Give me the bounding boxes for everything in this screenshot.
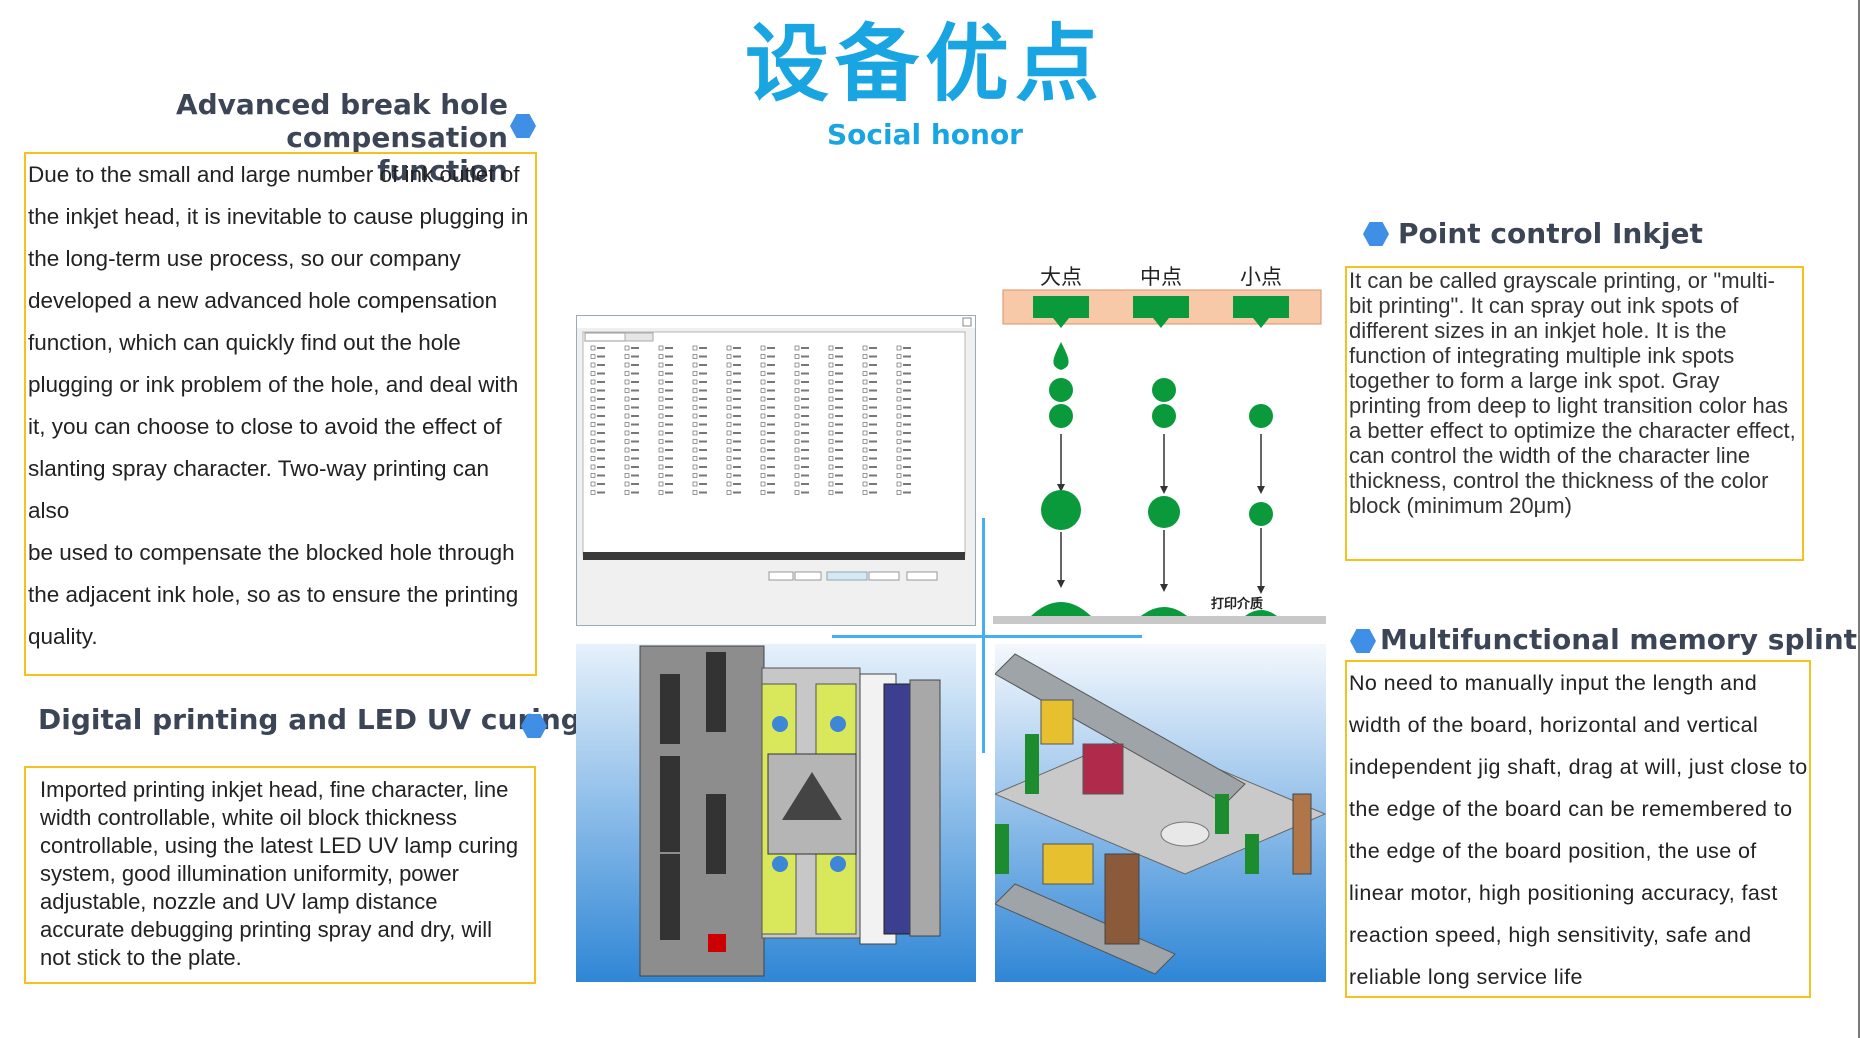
text-line: width controllable, white oil block thic… bbox=[40, 805, 457, 830]
text-line: the edge of the board can be remembered … bbox=[1349, 797, 1793, 821]
text-line: function, which can quickly find out the… bbox=[28, 330, 461, 355]
text-line: not stick to the plate. bbox=[40, 945, 242, 970]
text-line: a better effect to optimize the characte… bbox=[1349, 418, 1796, 443]
software-screenshot bbox=[576, 315, 976, 626]
text-line: controllable, using the latest LED UV la… bbox=[40, 833, 519, 858]
text-line: function of integrating multiple ink spo… bbox=[1349, 343, 1735, 368]
memory-splint-cad-graphic bbox=[995, 653, 1326, 975]
divider-horizontal bbox=[832, 635, 1142, 638]
text-line: the adjacent ink hole, so as to ensure t… bbox=[28, 582, 519, 607]
break-hole-heading-line1: Advanced break hole bbox=[175, 88, 508, 121]
text-line: different sizes in an inkjet hole. It is… bbox=[1349, 318, 1727, 343]
text-line: can control the width of the character l… bbox=[1349, 443, 1751, 468]
print-medium-label: 打印介质 bbox=[1211, 596, 1263, 612]
text-line: plugging or ink problem of the hole, and… bbox=[28, 372, 519, 397]
page-border-right bbox=[1858, 0, 1860, 1038]
printhead-cad-image bbox=[576, 644, 976, 982]
text-line: system, good illumination uniformity, po… bbox=[40, 861, 459, 886]
hexagon-icon bbox=[1350, 629, 1376, 653]
text-line: be used to compensate the blocked hole t… bbox=[28, 540, 515, 565]
software-window-graphic bbox=[577, 316, 975, 581]
small-dot-label: 小点 bbox=[1240, 265, 1282, 289]
digital-printing-heading: Digital printing and LED UV curing bbox=[38, 703, 581, 736]
text-line: It can be called grayscale printing, or … bbox=[1349, 268, 1776, 293]
memory-splint-textbox: No need to manually input the length and… bbox=[1345, 660, 1811, 998]
digital-printing-text: Imported printing inkjet head, fine char… bbox=[26, 768, 534, 972]
text-line: adjustable, nozzle and UV lamp distance bbox=[40, 889, 438, 914]
text-line: printing from deep to light transition c… bbox=[1349, 393, 1789, 418]
text-line: block (minimum 20μm) bbox=[1349, 493, 1572, 518]
point-control-textbox: It can be called grayscale printing, or … bbox=[1345, 266, 1804, 561]
text-line: quality. bbox=[28, 624, 98, 649]
droplet-size-diagram: 大点 中点 小点 打印介质 bbox=[993, 258, 1328, 628]
text-line: thickness, control the thickness of the … bbox=[1349, 468, 1769, 493]
text-line: reaction speed, high sensitivity, safe a… bbox=[1349, 923, 1752, 947]
break-hole-textbox: Due to the small and large number of ink… bbox=[24, 152, 537, 676]
text-line: developed a new advanced hole compensati… bbox=[28, 288, 498, 313]
hexagon-icon bbox=[1363, 222, 1389, 246]
digital-printing-textbox: Imported printing inkjet head, fine char… bbox=[24, 766, 536, 984]
break-hole-heading: Advanced break hole compensation functio… bbox=[150, 88, 508, 187]
text-line: independent jig shaft, drag at will, jus… bbox=[1349, 755, 1808, 779]
droplet-diagram-graphic: 大点 中点 小点 打印介质 bbox=[993, 265, 1326, 624]
text-line: the long-term use process, so our compan… bbox=[28, 246, 461, 271]
point-control-text: It can be called grayscale printing, or … bbox=[1347, 268, 1802, 518]
text-line: the inkjet head, it is inevitable to cau… bbox=[28, 204, 529, 229]
large-dot-label: 大点 bbox=[1040, 265, 1082, 289]
text-line: Imported printing inkjet head, fine char… bbox=[40, 777, 509, 802]
break-hole-heading-line2: compensation function bbox=[286, 121, 508, 187]
text-line: bit printing". It can spray out ink spot… bbox=[1349, 293, 1739, 318]
text-line: together to form a large ink spot. Gray bbox=[1349, 368, 1720, 393]
point-control-heading: Point control Inkjet bbox=[1398, 217, 1703, 250]
text-line: accurate debugging printing spray and dr… bbox=[40, 917, 493, 942]
break-hole-text: Due to the small and large number of ink… bbox=[26, 154, 535, 658]
memory-splint-cad-image bbox=[995, 644, 1326, 982]
text-line: No need to manually input the length and bbox=[1349, 671, 1758, 695]
medium-dot-label: 中点 bbox=[1140, 265, 1182, 289]
text-line: linear motor, high positioning accuracy,… bbox=[1349, 881, 1778, 905]
printhead-cad-graphic bbox=[639, 645, 941, 977]
text-line: the edge of the board position, the use … bbox=[1349, 839, 1757, 863]
text-line: width of the board, horizontal and verti… bbox=[1349, 713, 1759, 737]
text-line: reliable long service life bbox=[1349, 965, 1583, 989]
page-subtitle: Social honor bbox=[827, 118, 1023, 151]
memory-splint-text: No need to manually input the length and… bbox=[1347, 662, 1809, 998]
text-line: it, you can choose to close to avoid the… bbox=[28, 414, 502, 439]
text-line: slanting spray character. Two-way printi… bbox=[28, 456, 490, 523]
page-title: 设备优点 bbox=[744, 15, 1105, 113]
memory-splint-heading: Multifunctional memory splint bbox=[1380, 623, 1858, 656]
text-line: Due to the small and large number of ink… bbox=[28, 162, 520, 187]
